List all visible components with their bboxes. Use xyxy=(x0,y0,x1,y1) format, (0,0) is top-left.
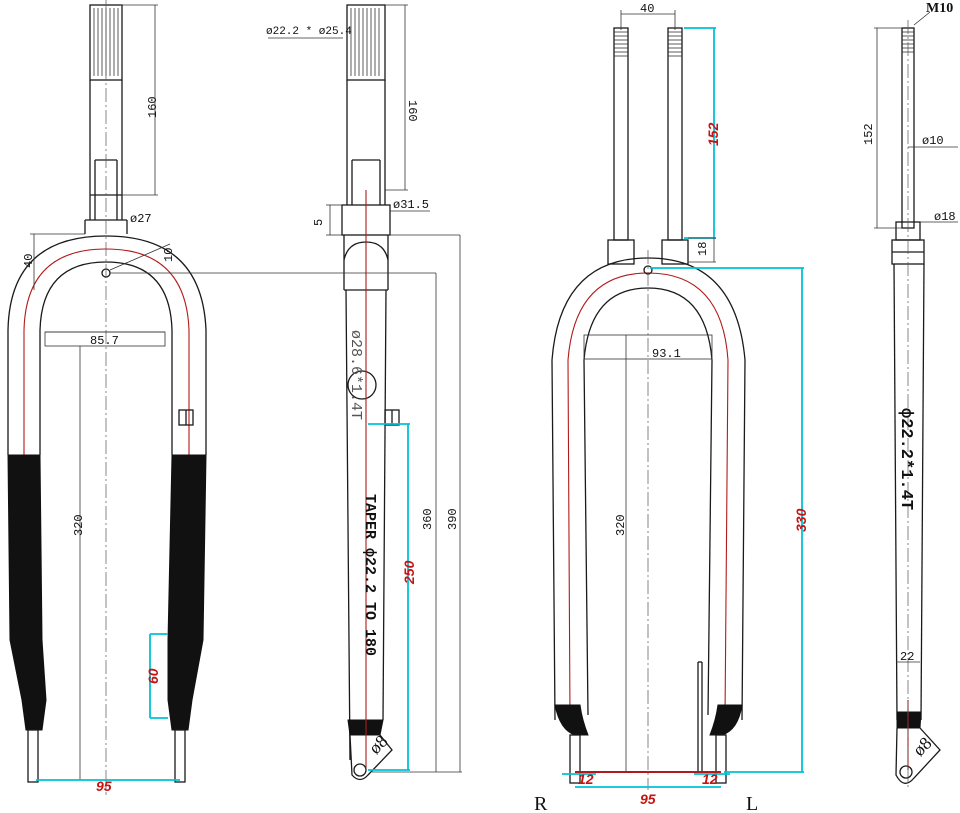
dim-dropout: ø8 xyxy=(909,733,936,760)
dim-left-dropout: 12 xyxy=(702,771,718,787)
dim-diameter-18: ø18 xyxy=(934,210,956,224)
dim-right-dropout: 12 xyxy=(578,771,594,787)
dim-axle-crown: 360 xyxy=(421,508,435,530)
dim-taper-length: 250 xyxy=(401,560,417,585)
dim-offset: 10 xyxy=(162,248,176,262)
dim-hub-width: 95 xyxy=(96,778,112,794)
view-1-front-threaded: ø27 40 160 10 85.7 320 60 95 xyxy=(7,0,207,795)
dim-post-base: 18 xyxy=(696,242,710,256)
dim-hub-width: 95 xyxy=(640,791,656,807)
dim-thread-diameter: ø22.2 * ø25.4 xyxy=(266,26,352,38)
dim-axle-crown: 330 xyxy=(793,508,809,532)
dim-crown-race: ø31.5 xyxy=(393,198,429,212)
dim-diameter-10: ø10 xyxy=(922,134,944,148)
dim-blade-tube: ø28.6*1.4T xyxy=(347,330,364,420)
dim-blade-length: 320 xyxy=(614,514,628,536)
dim-race-height: 5 xyxy=(312,219,326,226)
dim-crown-height: 40 xyxy=(22,254,36,268)
view-2-side-threaded: ø22.2 * ø25.4 160 ø31.5 5 ø28.6*1.4T TAP… xyxy=(110,4,462,781)
dim-end: 22 xyxy=(900,650,914,664)
dim-inner-width: 93.1 xyxy=(652,347,681,361)
dim-steerer-length: 160 xyxy=(146,96,160,118)
thread-marks xyxy=(93,8,119,76)
label-right: R xyxy=(534,793,548,813)
crown-inner xyxy=(39,261,173,455)
dim-post-length: 152 xyxy=(705,122,721,146)
view-4-side-threadless: M10 152 ø10 ø18 ф22.2*1.4T 22 ø8 xyxy=(862,1,958,790)
dim-post-length: 152 xyxy=(862,123,876,145)
dim-crown-diameter: ø27 xyxy=(130,212,152,226)
dim-post-spacing: 40 xyxy=(640,2,654,16)
dim-total-length: 390 xyxy=(446,508,460,530)
crown-outer xyxy=(7,235,207,455)
dim-tube: ф22.2*1.4T xyxy=(896,408,915,510)
dim-steerer-length: 160 xyxy=(405,100,419,122)
label-left: L xyxy=(746,793,758,813)
dim-taper: TAPER ф22.2 TO 180 xyxy=(361,494,378,656)
left-blade-lower xyxy=(7,454,47,731)
dim-inner-width: 85.7 xyxy=(90,334,119,348)
dim-blade-length: 320 xyxy=(72,514,86,536)
dim-thread: M10 xyxy=(926,1,953,16)
dim-tip-length: 60 xyxy=(145,668,161,684)
right-blade-lower xyxy=(167,454,207,731)
view-3-front-posts: 40 152 18 93.1 320 330 12 12 95 R L xyxy=(534,2,809,813)
